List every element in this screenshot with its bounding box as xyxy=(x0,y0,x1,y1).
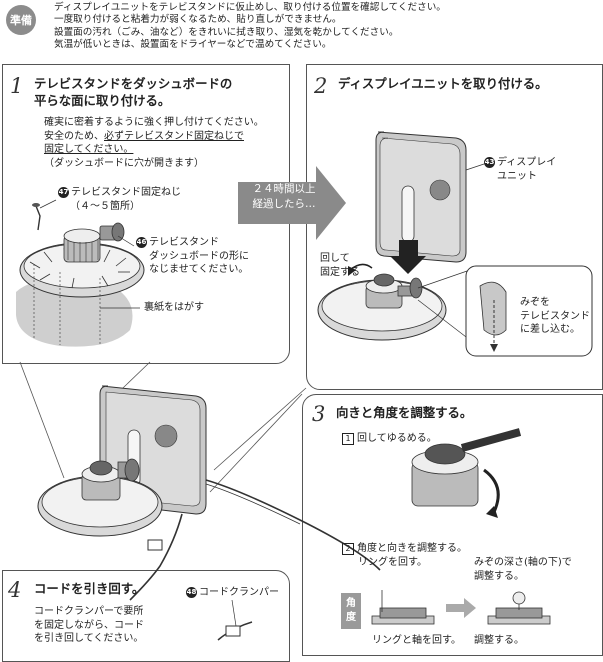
step1-body-emphasis: 固定してください。 xyxy=(44,144,134,156)
angle-tag-char: 度 xyxy=(346,612,356,623)
ring-axis-label: リングと軸を回す。 xyxy=(372,635,461,646)
stand-label: テレビスタンド xyxy=(149,237,219,248)
step4-number: 4 xyxy=(8,578,22,602)
arrow-label-line: 経過したら… xyxy=(252,198,316,210)
groove-label-line: テレビスタンド xyxy=(520,310,590,322)
stand-note: ダッシュボードの形に xyxy=(149,250,249,262)
arrow-label-line: ２４時間以上 xyxy=(252,183,316,195)
groove-label-line: みぞを xyxy=(520,297,550,308)
sub2-label: 角度と向きを調整する。 xyxy=(357,543,467,554)
angle-tag-char: 角 xyxy=(346,598,356,609)
display-unit-illustration xyxy=(375,131,485,274)
screw-label: テレビスタンド固定ねじ xyxy=(71,187,181,198)
arrow-label: ２４時間以上 経過したら… xyxy=(242,182,326,212)
clamper-label: コードクランパー xyxy=(199,587,279,598)
stand-base-illustration xyxy=(16,199,145,347)
stand-number-badge: 46 xyxy=(136,236,147,248)
groove-detail-illustration xyxy=(465,265,593,357)
step3-title: 向きと角度を調整する。 xyxy=(336,405,473,420)
illustrations xyxy=(16,131,593,641)
adjust-label: 調整する。 xyxy=(474,635,524,646)
step1-body-line: 確実に密着するように強く押し付けてください。 xyxy=(44,117,264,128)
step4-body-line: を引き回してください。 xyxy=(34,633,144,645)
peel-label: 裏紙をはがす xyxy=(144,302,204,313)
groove-depth-label: みぞの深さ(軸の下)で 調整する。 xyxy=(474,556,572,583)
turn-label-line: 固定する xyxy=(320,266,360,278)
step2-title: ディスプレイユニットを取り付ける。 xyxy=(338,76,548,91)
prep-line: 設置面の汚れ（ごみ、油など）をきれいに拭き取り、湿気を乾かしてください。 xyxy=(54,26,399,38)
screw-count: （４～５箇所） xyxy=(70,200,140,212)
step4-body-line: コードクランパーで要所 xyxy=(34,606,144,617)
unit-label: ディスプレイ xyxy=(497,157,557,168)
step1-title-line: テレビスタンドをダッシュボードの xyxy=(34,76,233,91)
angle-adjust-illustration xyxy=(371,590,551,625)
clamper-number-badge: 48 xyxy=(186,586,197,598)
prep-instructions: ディスプレイユニットをテレビスタンドに仮止めし、取り付ける位置を確認してください… xyxy=(54,2,446,52)
prep-line: 気温が低いときは、設置面をドライヤーなどで温めてください。 xyxy=(54,39,332,51)
stand-assembled-illustration xyxy=(317,263,471,341)
center-display-illustration xyxy=(37,385,381,601)
step1-body-emphasis: 必ずテレビスタンド固定ねじで xyxy=(104,130,244,142)
step1-body-line: （ダッシュボードに穴が開きます） xyxy=(44,157,204,169)
loosen-illustration xyxy=(411,428,522,518)
turn-label: 回して 固定する xyxy=(320,252,360,279)
step4-body: コードクランパーで要所 を固定しながら、コード を引き回してください。 xyxy=(34,605,144,646)
step4-body-line: を固定しながら、コード xyxy=(34,619,144,631)
prep-line: ディスプレイユニットをテレビスタンドに仮止めし、取り付ける位置を確認してください… xyxy=(54,2,446,13)
sub1-label: 回してゆるめる。 xyxy=(357,433,437,444)
groove-depth-line: みぞの深さ(軸の下)で xyxy=(474,557,572,568)
step3-number: 3 xyxy=(312,402,326,426)
sub2-number-box: 2 xyxy=(342,543,354,555)
ring-label: リングを回す。 xyxy=(358,557,427,568)
step1-title-line: 平らな面に取り付ける。 xyxy=(34,93,171,108)
prep-line: 一度取り付けると粘着力が弱くなるため、貼り直しができません。 xyxy=(54,14,342,26)
sub1-number-box: 1 xyxy=(342,433,354,445)
step1-title: テレビスタンドをダッシュボードの 平らな面に取り付ける。 xyxy=(34,75,232,109)
step2-number: 2 xyxy=(314,74,328,98)
step1-body: 確実に密着するように強く押し付けてください。 安全のため、必ずテレビスタンド固定… xyxy=(44,116,264,170)
angle-tag: 角 度 xyxy=(341,593,361,629)
step4-title: コードを引き回す。 xyxy=(34,581,145,596)
turn-label-line: 回して xyxy=(320,253,350,264)
screw-number-badge: 47 xyxy=(58,186,69,198)
prep-badge: 準備 xyxy=(6,5,36,35)
unit-number-badge: 43 xyxy=(484,156,495,168)
groove-label: みぞを テレビスタンド に差し込む。 xyxy=(520,296,590,337)
stand-note: なじませてください。 xyxy=(149,264,249,275)
clamper-illustration xyxy=(217,599,253,641)
unit-label: ユニット xyxy=(497,170,537,182)
step1-number: 1 xyxy=(10,74,24,98)
next-arrow xyxy=(238,166,346,240)
groove-depth-line: 調整する。 xyxy=(474,570,524,582)
step1-body-line: 安全のため、必ずテレビスタンド固定ねじで xyxy=(44,130,264,144)
groove-label-line: に差し込む。 xyxy=(520,324,580,335)
step1-body-text: 安全のため、 xyxy=(44,130,104,142)
